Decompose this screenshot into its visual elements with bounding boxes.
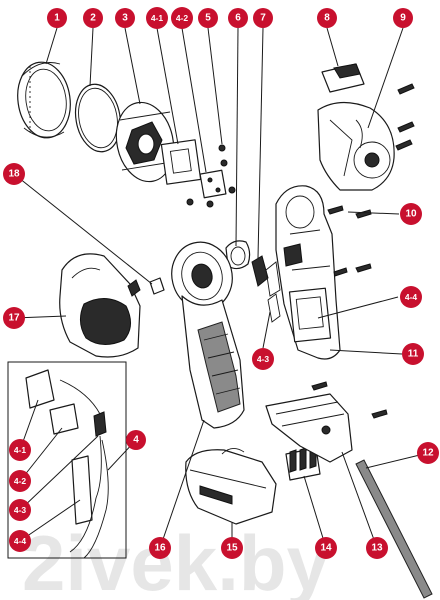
callout-3-label: 3 (122, 13, 128, 24)
part-main-body (171, 241, 245, 429)
callout-4-3-left: 4-3 (9, 499, 31, 521)
part-switch-plate (225, 240, 251, 270)
callout-15-label: 15 (226, 543, 238, 554)
part-battery-pack (185, 448, 277, 525)
part-button-cover (321, 63, 365, 93)
part-small-pcb (199, 169, 227, 199)
callout-10: 10 (400, 203, 422, 225)
callout-11-label: 11 (408, 349, 419, 360)
callout-16: 16 (149, 537, 171, 559)
callout-17: 17 (3, 307, 25, 329)
part-reflector (115, 101, 175, 183)
callout-4-1-top-label: 4-1 (151, 13, 164, 23)
callout-4-1-top: 4-1 (146, 7, 168, 29)
callout-7: 7 (253, 8, 273, 28)
callout-4-4-right-label: 4-4 (405, 292, 418, 302)
detail-box-pcb-assembly (7, 361, 127, 559)
callout-15: 15 (221, 537, 243, 559)
callout-4-1-left: 4-1 (9, 439, 31, 461)
callout-8-label: 8 (324, 13, 330, 24)
callout-9-label: 9 (400, 13, 406, 24)
part-handle-half (275, 185, 341, 360)
callout-4-2-left-label: 4-2 (14, 476, 27, 486)
part-screws-5 (186, 144, 236, 208)
callout-18: 18 (3, 163, 25, 185)
part-spring-4-3 (267, 293, 281, 323)
callout-13-label: 13 (371, 543, 383, 554)
part-small-clip (149, 277, 165, 295)
callout-14: 14 (315, 537, 337, 559)
callout-4-4-left: 4-4 (9, 530, 31, 552)
callout-4-3-mid: 4-3 (252, 348, 274, 370)
callout-13: 13 (366, 537, 388, 559)
part-front-ring (17, 61, 71, 139)
callout-14-label: 14 (320, 543, 332, 554)
callout-4-2-top: 4-2 (171, 7, 193, 29)
callout-5: 5 (198, 8, 218, 28)
callout-10-label: 10 (405, 209, 417, 220)
leader-lines (13, 27, 429, 549)
callout-4: 4 (126, 430, 146, 450)
callout-12-label: 12 (422, 448, 434, 459)
part-head-shroud (59, 253, 141, 358)
callout-4-2-left: 4-2 (9, 470, 31, 492)
callout-9: 9 (393, 8, 413, 28)
callout-4-3-left-label: 4-3 (14, 505, 27, 515)
callout-6: 6 (228, 8, 248, 28)
callout-5-label: 5 (205, 13, 211, 24)
callout-4-4-right: 4-4 (400, 286, 422, 308)
callout-4-3-mid-label: 4-3 (257, 354, 270, 364)
callout-11: 11 (402, 343, 424, 365)
callout-4-4-left-label: 4-4 (14, 536, 27, 546)
part-base-bracket (265, 393, 353, 463)
callout-16-label: 16 (154, 543, 166, 554)
callout-18-label: 18 (8, 169, 20, 180)
callout-3: 3 (115, 8, 135, 28)
callout-2: 2 (83, 8, 103, 28)
callout-1-label: 1 (54, 13, 60, 24)
callout-7-label: 7 (260, 13, 266, 24)
part-led-board (160, 139, 202, 185)
callout-17-label: 17 (8, 313, 20, 324)
callout-6-label: 6 (235, 13, 241, 24)
part-screws-bottom (311, 381, 388, 419)
watermark-text: 2ivek.by (22, 519, 330, 600)
part-strap (355, 459, 433, 599)
callout-8: 8 (317, 8, 337, 28)
callout-12: 12 (417, 442, 439, 464)
callout-4-2-top-label: 4-2 (176, 13, 189, 23)
callout-4-1-left-label: 4-1 (14, 445, 27, 455)
part-lens (74, 83, 122, 153)
callout-2-label: 2 (90, 13, 96, 24)
part-switch-key (251, 255, 281, 297)
callout-4-label: 4 (133, 435, 139, 446)
part-connector-block (285, 445, 321, 481)
part-screws-mid (327, 205, 372, 277)
callout-1: 1 (47, 8, 67, 28)
part-screws-top-right (395, 83, 415, 151)
part-rear-housing (317, 101, 395, 191)
